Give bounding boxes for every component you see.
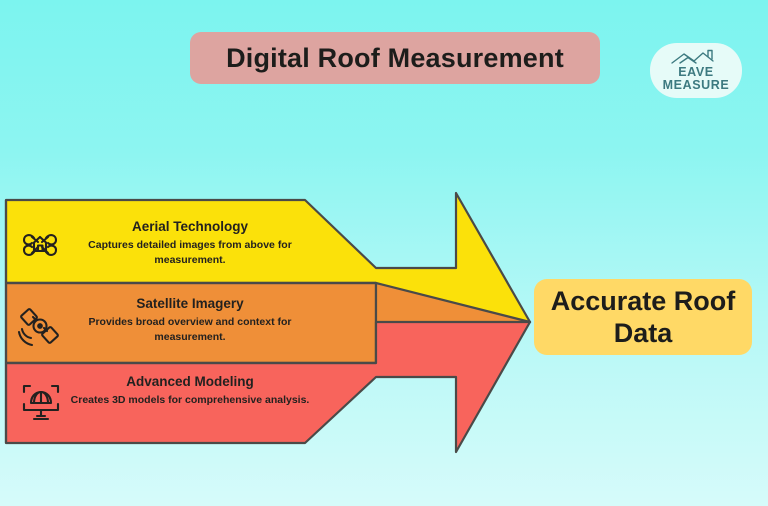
page-title-pill: Digital Roof Measurement [190,32,600,84]
logo-line-2: MEASURE [662,78,730,92]
page-title: Digital Roof Measurement [226,42,564,73]
satellite-icon [17,308,59,347]
brand-logo: EAVE MEASURE [650,43,742,98]
result-label: Accurate Roof Data [550,286,736,348]
monitor-3d-model-icon [22,384,60,421]
logo-line-1: EAVE [678,65,714,79]
drone-icon [22,234,58,256]
arrow-band-modeling[interactable] [4,320,532,454]
result-callout[interactable]: Accurate Roof Data [534,279,752,355]
house-roof-icon [671,49,714,64]
